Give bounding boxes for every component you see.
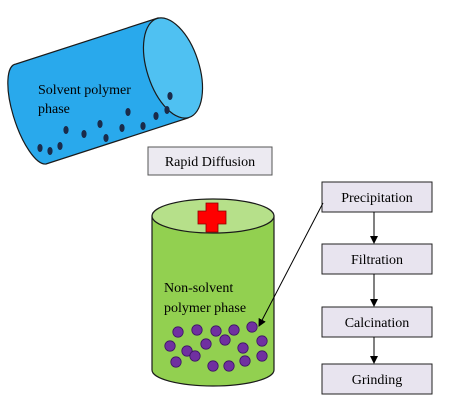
solvent-cylinder: Solvent polymer phase: [7, 17, 204, 165]
step-grinding: Grinding: [321, 363, 433, 395]
solvent-label-line1: Solvent polymer: [38, 83, 131, 98]
solvent-label-line2: phase: [38, 102, 70, 117]
solvent-cylinder-end: [142, 17, 204, 119]
nonsolvent-label-line2: polymer phase: [164, 301, 246, 316]
purple-particle: [191, 324, 203, 336]
purple-particle: [239, 355, 251, 367]
purple-particle: [181, 345, 193, 357]
solvent-dot: [119, 124, 125, 132]
solvent-dot: [164, 106, 170, 114]
step-precipitation-label: Precipitation: [341, 191, 413, 206]
nonsolvent-label: Non-solvent polymer phase: [164, 281, 246, 316]
solvent-label: Solvent polymer phase: [38, 83, 134, 117]
purple-particle: [246, 321, 258, 333]
solvent-dot: [97, 120, 103, 128]
purple-particle: [223, 360, 235, 372]
purple-particle: [219, 334, 231, 346]
nonsolvent-cylinder: Non-solvent polymer phase: [151, 198, 275, 387]
solvent-dot: [103, 134, 109, 142]
solvent-dot: [81, 130, 87, 138]
rapid-diffusion-label: Rapid Diffusion: [165, 155, 255, 170]
solvent-dot: [37, 144, 43, 152]
step-filtration: Filtration: [321, 243, 433, 275]
step-filtration-label: Filtration: [351, 253, 403, 268]
purple-particle: [256, 350, 268, 362]
step-calcination: Calcination: [321, 306, 433, 338]
purple-particle: [228, 324, 240, 336]
purple-particle: [237, 342, 249, 354]
nonsolvent-particles: [164, 321, 268, 372]
solvent-dot: [47, 147, 53, 155]
solvent-dot: [167, 92, 173, 100]
purple-particle: [164, 340, 176, 352]
solvent-dot: [63, 126, 69, 134]
step-precipitation: Precipitation: [321, 181, 433, 213]
red-cross-icon: [197, 202, 227, 233]
purple-particle: [256, 335, 268, 347]
solvent-dot: [57, 142, 63, 150]
solvent-dot: [153, 112, 159, 120]
nonsolvent-label-line1: Non-solvent: [164, 281, 233, 296]
rapid-diffusion-box: Rapid Diffusion: [147, 146, 273, 176]
solvent-dots: [37, 92, 173, 155]
arrow-precipitation-to-particles: [258, 202, 324, 327]
purple-particle: [210, 325, 222, 337]
purple-particle: [207, 360, 219, 372]
step-grinding-label: Grinding: [352, 373, 403, 388]
solvent-dot: [125, 108, 131, 116]
purple-particle: [170, 356, 182, 368]
solvent-dot: [140, 122, 146, 130]
step-calcination-label: Calcination: [345, 316, 410, 331]
purple-particle: [200, 338, 212, 350]
purple-particle: [189, 350, 201, 362]
purple-particle: [172, 326, 184, 338]
